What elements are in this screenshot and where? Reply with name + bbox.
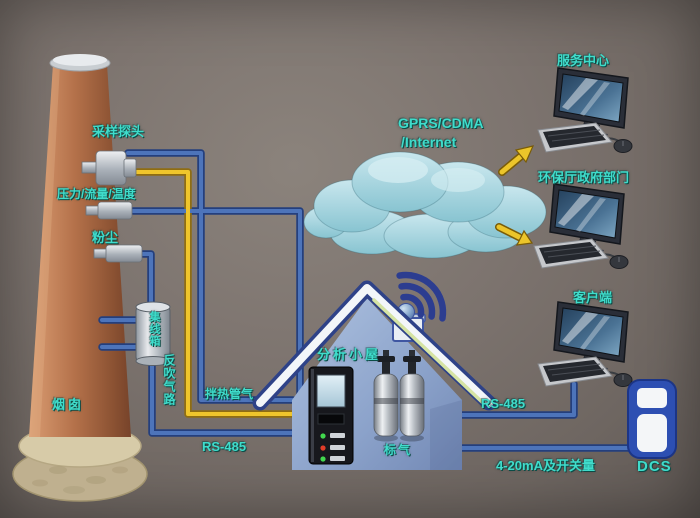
analyzer-cabinet-icon xyxy=(308,366,354,465)
label-analog-signal: 4-20mA及开关量 xyxy=(496,458,595,473)
arrow-to-epa-icon xyxy=(495,223,534,246)
sampling-probe-icon xyxy=(81,150,137,186)
epa-computer-icon xyxy=(533,183,629,270)
internet-cloud-icon xyxy=(303,151,547,259)
service-center-computer-icon xyxy=(537,67,633,154)
label-analysis-house: 分析小屋 xyxy=(317,347,382,362)
label-rs485-left: RS-485 xyxy=(202,439,247,454)
label-pressure-flow-temp: 压力/流量/温度 xyxy=(57,187,136,201)
label-rs485-right: RS-485 xyxy=(481,396,526,411)
dust-probe-icon xyxy=(93,244,143,263)
label-chimney: 烟囱 xyxy=(52,397,85,412)
label-backflush-path: 反吹气路 xyxy=(162,354,176,406)
label-dcs: DCS xyxy=(637,458,672,475)
label-service-center: 服务中心 xyxy=(557,53,610,68)
gas-cylinders-icon xyxy=(373,350,425,442)
analysis-house xyxy=(252,271,497,470)
label-epa-dept: 环保厅政府部门 xyxy=(538,170,630,185)
label-standard-gas: 标气 xyxy=(384,443,413,457)
label-network-line1: GPRS/CDMA xyxy=(398,115,484,131)
arrow-to-service-icon xyxy=(498,145,535,176)
label-network-line2: /Internet xyxy=(401,134,457,150)
dcs-device-icon xyxy=(627,379,677,459)
label-sampling-probe: 采样探头 xyxy=(92,124,145,139)
client-computer-icon xyxy=(537,301,633,388)
label-heated-line: 拌热管气 xyxy=(205,387,254,401)
wifi-icon xyxy=(396,271,447,322)
label-dust: 粉尘 xyxy=(92,230,119,245)
junction-box-icon xyxy=(135,301,171,366)
pressure-flow-temp-probe-icon xyxy=(85,201,133,220)
label-junction-box: 集线箱 xyxy=(148,311,160,347)
wires xyxy=(98,149,633,452)
chimney-base xyxy=(12,424,148,502)
label-client: 客户端 xyxy=(573,290,613,305)
